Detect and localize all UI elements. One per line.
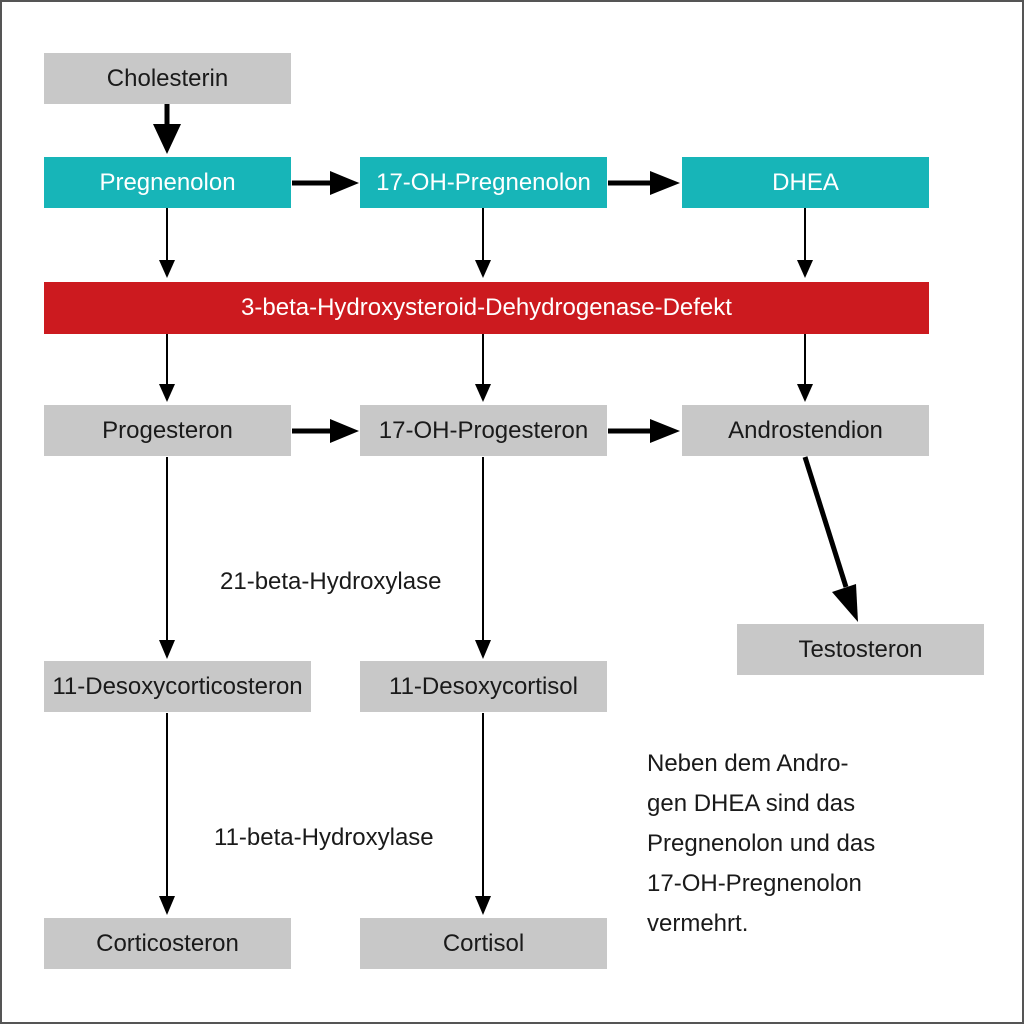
node-testosteron: Testosteron	[737, 624, 984, 675]
arrow-desoxycorticosteron-corticosteron	[159, 713, 175, 915]
node-pregnenolon: Pregnenolon	[44, 157, 291, 208]
arrow-defect-androstendion	[797, 334, 813, 402]
node-cholesterin: Cholesterin	[44, 53, 291, 104]
note-line: Pregnenolon und das	[647, 830, 876, 857]
arrow-desoxycortisol-cortisol	[475, 713, 491, 915]
node-cortisol: Cortisol	[360, 918, 607, 969]
node-progesteron: Progesteron	[44, 405, 291, 456]
arrow-dhea-defect	[797, 207, 813, 278]
node-corticosteron: Corticosteron	[44, 918, 291, 969]
arrow-17oh-progesteron-androstendion	[608, 419, 680, 443]
node-17oh-pregnenolon: 17-OH-Pregnenolon	[360, 157, 607, 208]
node-11-desoxycortisol: 11-Desoxycortisol	[360, 661, 607, 712]
arrow-pregnenolon-17oh-pregnenolon	[292, 171, 359, 195]
arrow-defect-progesteron	[159, 334, 175, 402]
arrow-cholesterin-pregnenolon	[153, 104, 181, 154]
note-line: Neben dem Andro-	[647, 750, 849, 777]
note-line: 17-OH-Pregnenolon	[647, 870, 862, 897]
enzyme-label-21-hydroxylase: 21-beta-Hydroxylase	[220, 568, 442, 595]
arrow-androstendion-testosteron	[802, 456, 858, 622]
node-dhea: DHEA	[682, 157, 929, 208]
note-line: vermehrt.	[647, 910, 749, 937]
arrow-progesteron-desoxycorticosteron	[159, 457, 175, 659]
enzyme-label-11-hydroxylase: 11-beta-Hydroxylase	[214, 824, 434, 851]
arrow-17oh-pregnenolon-defect	[475, 207, 491, 278]
node-defect-bar: 3-beta-Hydroxysteroid-Dehydrogenase-Defe…	[44, 282, 929, 334]
node-11-desoxycorticosteron: 11-Desoxycorticosteron	[44, 661, 311, 712]
note-text: Neben dem Andro- gen DHEA sind das Pregn…	[647, 744, 937, 944]
note-line: gen DHEA sind das	[647, 790, 856, 817]
arrow-17oh-pregnenolon-dhea	[608, 171, 680, 195]
arrow-pregnenolon-defect	[159, 207, 175, 278]
node-17oh-progesteron: 17-OH-Progesteron	[360, 405, 607, 456]
arrow-defect-17oh-progesteron	[475, 334, 491, 402]
arrow-progesteron-17oh-progesteron	[292, 419, 359, 443]
arrow-17oh-progesteron-desoxycortisol	[475, 457, 491, 659]
node-androstendion: Androstendion	[682, 405, 929, 456]
